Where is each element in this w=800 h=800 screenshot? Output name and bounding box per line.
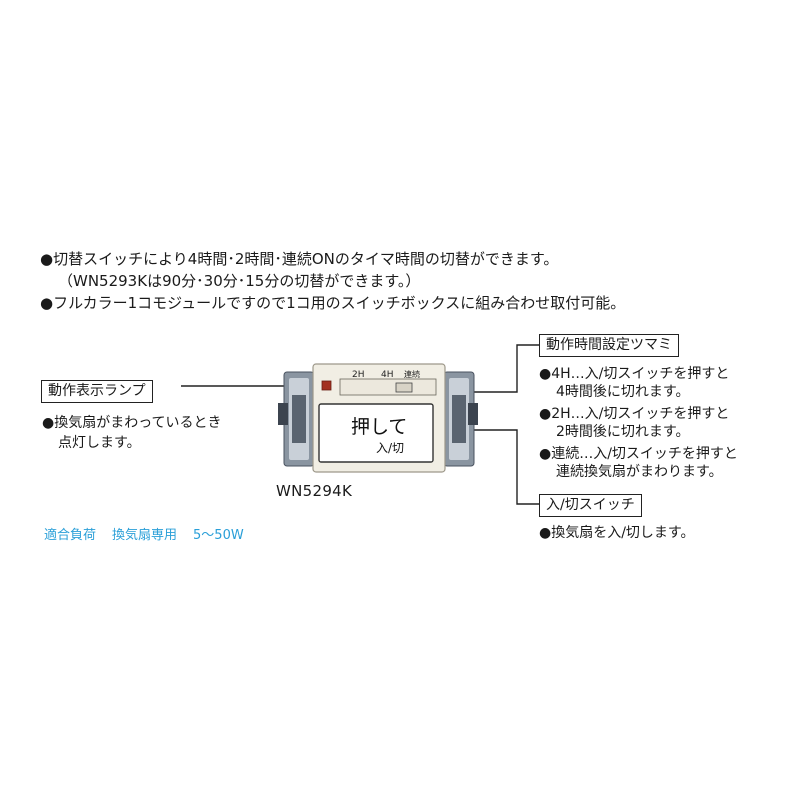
mount-frame-left [278,371,315,467]
compat-range: 5〜50W [193,528,244,543]
model-number: WN5294K [276,482,353,500]
lamp-desc-line-2: 点灯します。 [58,435,141,451]
timer-item-cont-line-2: 連続換気扇がまわります。 [556,464,723,480]
feature-line-3: ●フルカラー1コモジュールですので1コ用のスイッチボックスに組み合わせ取付可能。 [40,294,626,312]
timer-item-4h-line-1: ●4H…入/切スイッチを押すと [539,366,730,382]
timer-dial-label: 動作時間設定ツマミ [539,334,679,357]
dial-label-4h: 4H [381,370,394,380]
timer-dial[interactable] [339,378,437,396]
timer-item-2h-line-2: 2時間後に切れます。 [556,424,690,440]
dial-label-continuous: 連続 [404,369,420,379]
timer-dial-knob[interactable] [395,382,413,393]
switch-desc: ●換気扇を入/切します。 [539,525,695,541]
timer-item-cont-line-1: ●連続…入/切スイッチを押すと [539,446,738,462]
timer-item-2h-line-1: ●2H…入/切スイッチを押すと [539,406,730,422]
dial-label-2h: 2H [352,370,365,380]
compat-load: 適合負荷換気扇専用 5〜50W [44,524,260,543]
mount-frame-right [443,371,478,467]
indicator-lamp [321,380,332,391]
onoff-text: 入/切 [376,441,404,455]
lamp-label: 動作表示ランプ [41,380,153,403]
push-text: 押して [351,416,407,438]
switch-label: 入/切スイッチ [539,494,642,517]
compat-label: 適合負荷 [44,528,97,543]
feature-line-1: ●切替スイッチにより4時間･2時間･連続ONのタイマ時間の切替ができます。 [40,250,559,268]
lamp-desc-line-1: ●換気扇がまわっているとき [42,415,222,431]
onoff-push-button[interactable] [318,403,434,463]
timer-item-4h-line-2: 4時間後に切れます。 [556,384,690,400]
compat-usage: 換気扇専用 [112,528,178,543]
feature-line-2: （WN5293Kは90分･30分･15分の切替ができます。） [58,272,421,290]
